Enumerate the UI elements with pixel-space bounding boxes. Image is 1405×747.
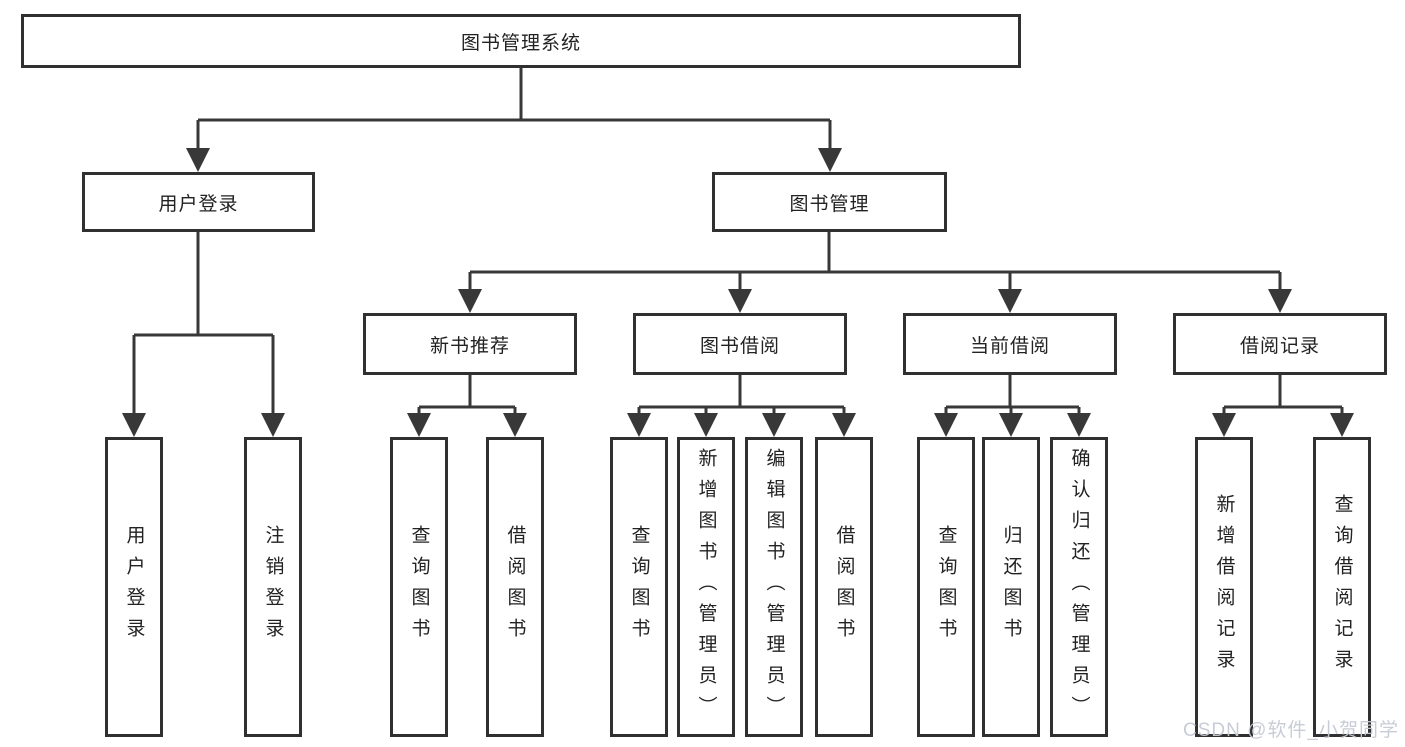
node-book-management: 图书管理 xyxy=(712,172,947,232)
node-label: 用户登录 xyxy=(123,525,145,649)
node-label: 图书管理系统 xyxy=(460,32,581,54)
node-new-book-recommend: 新书推荐 xyxy=(363,313,577,375)
node-label: 用户登录 xyxy=(158,193,239,215)
arrowheads xyxy=(122,148,1354,437)
arrow-down-icon xyxy=(1268,289,1292,313)
arrow-down-icon xyxy=(934,413,958,437)
node-label: 新增图书（管理员） xyxy=(695,447,717,727)
node-label: 确认归还（管理员） xyxy=(1068,447,1090,727)
node-label: 归还图书 xyxy=(1000,525,1022,649)
node-label: 查询图书 xyxy=(628,525,650,649)
leaf-newbook-borrow-books: 借阅图书 xyxy=(486,437,544,737)
arrow-down-icon xyxy=(998,289,1022,313)
connector-user-login xyxy=(132,232,275,421)
node-borrow-records: 借阅记录 xyxy=(1173,313,1387,375)
node-label: 编辑图书（管理员） xyxy=(763,447,785,727)
connector-book-management xyxy=(468,232,1282,296)
arrow-down-icon xyxy=(261,413,285,437)
leaf-records-query-record: 查询借阅记录 xyxy=(1313,437,1371,737)
node-label: 借阅图书 xyxy=(833,525,855,649)
arrow-down-icon xyxy=(1330,413,1354,437)
leaf-borrow-borrow-books: 借阅图书 xyxy=(815,437,873,737)
leaf-current-return-books: 归还图书 xyxy=(982,437,1040,737)
arrow-down-icon xyxy=(503,413,527,437)
arrow-down-icon xyxy=(1067,413,1091,437)
arrow-down-icon xyxy=(999,413,1023,437)
node-label: 图书管理 xyxy=(789,193,870,215)
arrow-down-icon xyxy=(728,289,752,313)
node-user-login: 用户登录 xyxy=(82,172,315,232)
node-current-borrow: 当前借阅 xyxy=(903,313,1117,375)
arrow-down-icon xyxy=(407,413,431,437)
node-label: 查询图书 xyxy=(935,525,957,649)
connector-records xyxy=(1222,375,1344,421)
connector-new-book xyxy=(417,375,517,421)
leaf-user-login: 用户登录 xyxy=(105,437,163,737)
arrow-down-icon xyxy=(1212,413,1236,437)
arrow-down-icon xyxy=(186,148,210,172)
arrow-down-icon xyxy=(818,148,842,172)
node-label: 当前借阅 xyxy=(969,335,1050,357)
node-label: 借阅记录 xyxy=(1239,335,1320,357)
node-label: 图书借阅 xyxy=(699,335,780,357)
node-label: 新增借阅记录 xyxy=(1213,494,1235,680)
connector-borrow xyxy=(637,375,846,421)
arrow-down-icon xyxy=(832,413,856,437)
leaf-current-confirm-return-admin: 确认归还（管理员） xyxy=(1050,437,1108,737)
arrow-down-icon xyxy=(694,413,718,437)
arrow-down-icon xyxy=(762,413,786,437)
node-label: 查询借阅记录 xyxy=(1331,494,1353,680)
leaf-borrow-query-books: 查询图书 xyxy=(610,437,668,737)
csdn-watermark: CSDN @软件_小贺同学 xyxy=(1183,720,1399,741)
node-label: 查询图书 xyxy=(408,525,430,649)
node-label: 借阅图书 xyxy=(504,525,526,649)
node-root-system: 图书管理系统 xyxy=(21,14,1021,68)
leaf-newbook-query-books: 查询图书 xyxy=(390,437,448,737)
leaf-logout: 注销登录 xyxy=(244,437,302,737)
leaf-borrow-edit-books-admin: 编辑图书（管理员） xyxy=(745,437,803,737)
node-book-borrow: 图书借阅 xyxy=(633,313,847,375)
arrow-down-icon xyxy=(627,413,651,437)
node-label: 注销登录 xyxy=(262,525,284,649)
leaf-records-add-record: 新增借阅记录 xyxy=(1195,437,1253,737)
node-label: 新书推荐 xyxy=(429,335,510,357)
leaf-current-query-books: 查询图书 xyxy=(917,437,975,737)
arrow-down-icon xyxy=(458,289,482,313)
arrow-down-icon xyxy=(122,413,146,437)
connector-root xyxy=(196,68,832,154)
leaf-borrow-add-books-admin: 新增图书（管理员） xyxy=(677,437,735,737)
